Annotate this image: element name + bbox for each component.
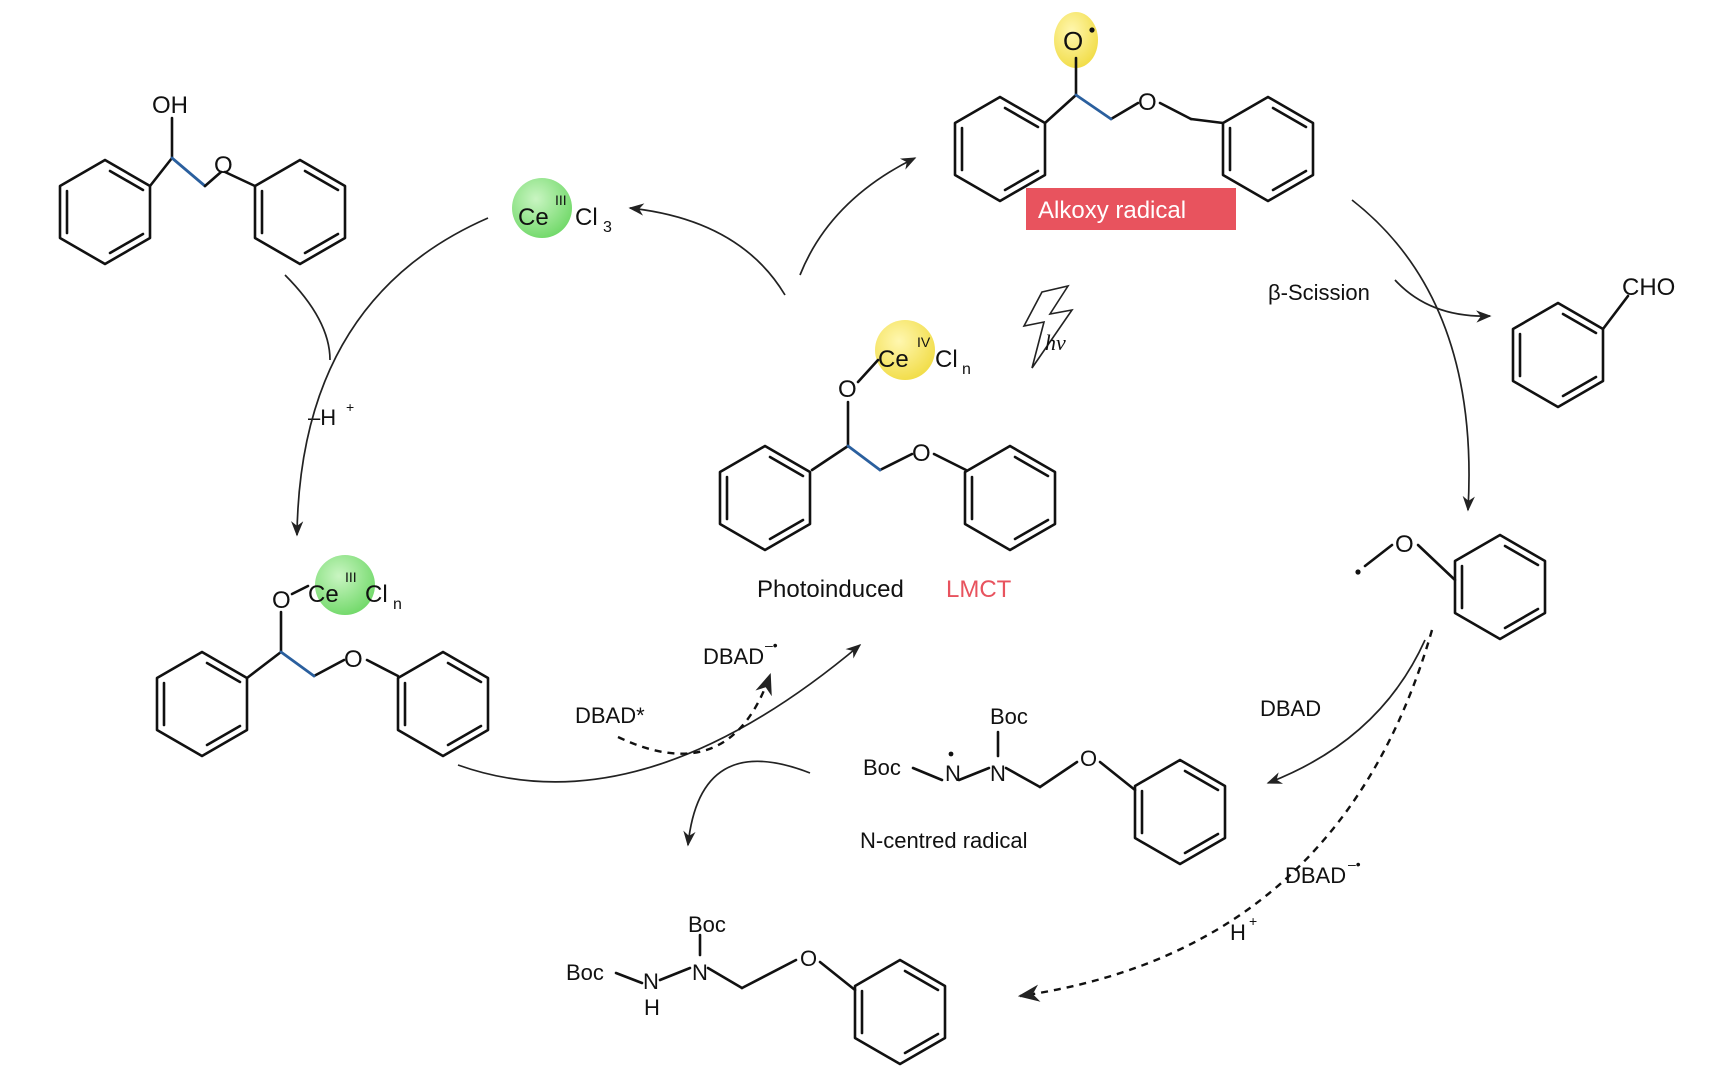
product-boc-left: Boc <box>566 960 604 985</box>
beta-scission-label: β-Scission <box>1268 280 1370 305</box>
alkoxide-ether-o: O <box>344 646 363 673</box>
ce4-lmct-complex: Ce IV Cl n O O Photoinduced LMCT <box>718 320 1057 603</box>
ce3-sphere-icon <box>512 178 572 238</box>
n-centred-radical-structure: Boc Boc N N O N-centred radical <box>860 704 1227 866</box>
n-centred-radical-label: N-centred radical <box>860 828 1028 853</box>
product-o: O <box>800 946 817 971</box>
carbon-radical-dot-icon <box>1355 569 1361 575</box>
radical-dot-icon <box>1089 27 1095 33</box>
ether-o-label: O <box>214 152 233 179</box>
product-boc-top: Boc <box>688 912 726 937</box>
regeneration-arrow <box>628 203 786 296</box>
deprotonation-plus: + <box>346 399 354 415</box>
ce-label: Ce <box>518 204 549 231</box>
homolysis-arrow <box>799 157 917 276</box>
ce4-ox: IV <box>917 334 931 350</box>
oh-label: OH <box>152 92 188 119</box>
proton-label: H <box>1230 920 1246 945</box>
benzaldehyde-product: CHO <box>1511 274 1675 409</box>
ce-alkoxide-ox: III <box>345 569 357 585</box>
lmct-label: LMCT <box>946 576 1012 603</box>
phenoxy-o-label: O <box>1395 531 1414 558</box>
substrate-alcohol: OH O <box>58 92 347 266</box>
radical-reduction-arrow <box>1017 629 1434 1002</box>
ce4-subn: n <box>962 361 971 378</box>
ce4-ether-o: O <box>912 440 931 467</box>
n-radical-boc-top: Boc <box>990 704 1028 729</box>
product-nh-h: H <box>644 995 660 1020</box>
n-radical-n1: N <box>945 761 961 786</box>
photoinduced-label: Photoinduced <box>757 576 904 603</box>
phenoxymethyl-radical: O <box>1355 531 1547 641</box>
dbad-label: DBAD <box>1260 696 1321 721</box>
nitrogen-radical-dot-icon <box>948 751 954 757</box>
alkoxy-ether-o: O <box>1138 89 1157 116</box>
radical-o-label: O <box>1063 26 1083 56</box>
cl-label: Cl <box>575 204 598 231</box>
ce3-alkoxide-sphere-icon <box>315 555 375 615</box>
beta-scission-arrow <box>1351 199 1475 512</box>
substrate-entry-arrow <box>284 274 331 361</box>
ce3-oxidation-state: III <box>555 192 567 208</box>
n-radical-n2: N <box>990 761 1006 786</box>
dbad-star-label: DBAD* <box>575 703 645 728</box>
dbad-radical-anion-top-sup: –• <box>765 637 778 653</box>
dbad-radical-anion-right-sup: –• <box>1348 856 1361 872</box>
product-n2: N <box>692 960 708 985</box>
ce-alkoxide-ce: Ce <box>308 581 339 608</box>
light-bolt-icon <box>1022 284 1074 369</box>
n-radical-o: O <box>1080 746 1097 771</box>
hv-label: hν <box>1045 330 1066 355</box>
ce3cl3-catalyst: Ce III Cl 3 <box>512 178 612 238</box>
alkoxide-o-label: O <box>272 587 291 614</box>
dbad-radical-anion-right: DBAD <box>1285 863 1346 888</box>
dbad-addition-arrow <box>1266 639 1426 784</box>
alkoxy-radical-label: Alkoxy radical <box>1038 197 1186 224</box>
dbad-radical-anion-top: DBAD <box>703 644 764 669</box>
ce-alkoxide-subn: n <box>393 596 402 613</box>
cho-label: CHO <box>1622 274 1675 301</box>
cl3-subscript: 3 <box>603 219 612 236</box>
ce4-cl: Cl <box>935 346 958 373</box>
cycle-arrows <box>284 157 1492 1002</box>
n-radical-boc-left: Boc <box>863 755 901 780</box>
hydrazine-product: Boc Boc N H N O <box>566 912 947 1066</box>
benzaldehyde-arrow <box>1394 279 1492 323</box>
alkoxy-radical-structure: O O Alkoxy radical <box>953 12 1315 230</box>
ce3-alkoxide-complex: Ce III Cl n O O <box>155 555 490 758</box>
ce4-ce: Ce <box>878 346 909 373</box>
proton-plus: + <box>1249 913 1257 929</box>
product-nh-n: N <box>643 969 659 994</box>
ce4-alkoxide-o: O <box>838 376 857 403</box>
coordination-arrow <box>291 217 489 537</box>
excitation-arrow <box>457 644 862 783</box>
dbad-excitation-arrow <box>617 672 772 755</box>
hat-arrow <box>683 760 811 847</box>
radical-highlight-icon <box>1054 12 1098 68</box>
alkoxy-label-box <box>1026 188 1236 230</box>
ce-alkoxide-cl: Cl <box>365 581 388 608</box>
ce4-sphere-icon <box>875 320 935 380</box>
